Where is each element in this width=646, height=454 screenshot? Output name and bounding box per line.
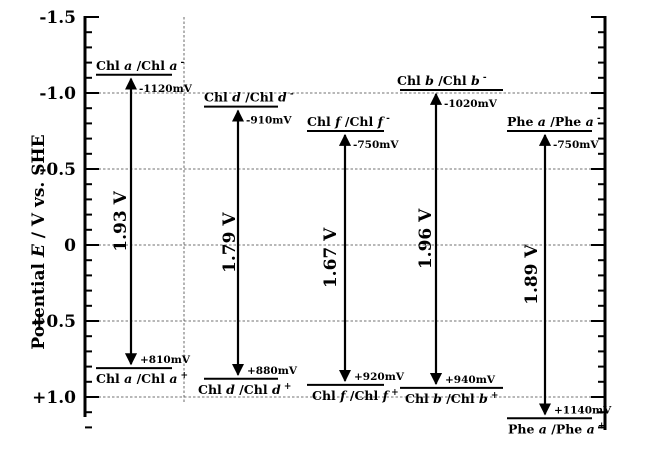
- couple-phe-a: Phe a /Phe a - -750mV Phe a /Phe a + +1140m…: [507, 114, 612, 436]
- axes: [83, 16, 607, 430]
- reduction-potential-label: -910mV: [246, 115, 292, 127]
- reduction-potential-label: -750mV: [553, 139, 599, 151]
- oxidation-potential-label: +880mV: [247, 365, 298, 377]
- energy-gap-label: 1.96 V: [416, 208, 436, 269]
- energy-gap-label: 1.67 V: [321, 227, 341, 288]
- couple-chl-f: Chl f /Chl f - -750mV Chl f /Chl f + +920mV…: [307, 114, 405, 403]
- oxidation-potential-label: +940mV: [445, 374, 496, 386]
- y-tick-label: -1.5: [39, 8, 76, 28]
- oxidation-couple-label: Chl d /Chl d +: [198, 382, 291, 397]
- oxidation-couple-label: Chl f /Chl f +: [312, 388, 399, 403]
- y-ticks: -1.5 -1.0 -0.5 0 +0.5 +1.0: [32, 8, 605, 429]
- y-tick-label: 0: [64, 236, 76, 256]
- energy-gap-label: 1.79 V: [220, 212, 240, 273]
- redox-couples: Chl a /Chl a - -1120mV Chl a /Chl a + +810m…: [96, 58, 612, 436]
- reduction-potential-label: -1020mV: [444, 98, 498, 110]
- oxidation-potential-label: +1140mV: [554, 404, 612, 416]
- oxidation-potential-label: +920mV: [354, 371, 405, 383]
- couple-chl-a: Chl a /Chl a - -1120mV Chl a /Chl a + +810m…: [96, 58, 193, 386]
- energy-gap-label: 1.89 V: [522, 244, 542, 305]
- oxidation-couple-label: Chl a /Chl a +: [96, 371, 188, 386]
- couple-chl-d: Chl d /Chl d - -910mV Chl d /Chl d + +880mV…: [198, 90, 298, 397]
- energy-gap-label: 1.93 V: [111, 190, 131, 251]
- y-tick-label: +1.0: [32, 388, 76, 408]
- reduction-couple-label: Chl b /Chl b -: [397, 73, 487, 88]
- oxidation-couple-label: Phe a /Phe a +: [508, 421, 605, 436]
- reduction-couple-label: Chl a /Chl a -: [96, 58, 185, 73]
- reduction-couple-label: Chl f /Chl f -: [307, 114, 390, 129]
- y-tick-label: +0.5: [32, 312, 76, 332]
- reduction-potential-label: -1120mV: [139, 83, 193, 95]
- couple-chl-b: Chl b /Chl b - -1020mV Chl b /Chl b + +940m…: [397, 73, 503, 406]
- y-tick-label: -1.0: [39, 84, 76, 104]
- reduction-couple-label: Chl d /Chl d -: [204, 90, 294, 105]
- gridlines: [85, 92, 605, 398]
- oxidation-couple-label: Chl b /Chl b +: [405, 391, 498, 406]
- reduction-potential-label: -750mV: [353, 139, 399, 151]
- oxidation-potential-label: +810mV: [140, 354, 191, 366]
- y-tick-label: -0.5: [39, 160, 76, 180]
- reduction-couple-label: Phe a /Phe a -: [507, 114, 601, 129]
- y-axis-label: Potential E / V vs. SHE: [29, 134, 49, 349]
